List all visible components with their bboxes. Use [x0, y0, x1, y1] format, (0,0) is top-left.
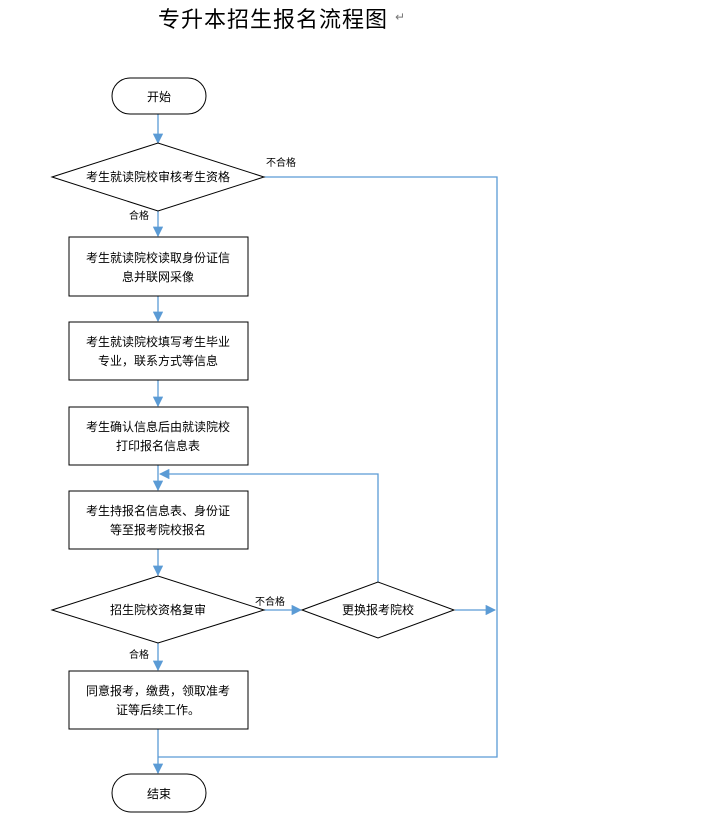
recheck-pass-label: 合格	[129, 648, 149, 661]
paragraph-mark-icon: ↵	[395, 10, 406, 24]
step4-box: 考生持报名信息表、身份证 等至报考院校报名	[68, 490, 249, 550]
review-fail-label: 不合格	[266, 156, 296, 169]
step2-box: 考生就读院校填写考生毕业 专业，联系方式等信息	[68, 321, 249, 381]
review-label: 考生就读院校审核考生资格	[86, 169, 230, 184]
step3-box: 考生确认信息后由就读院校 打印报名信息表	[68, 406, 249, 466]
recheck-label: 招生院校资格复审	[110, 602, 206, 617]
review-decision: 考生就读院校审核考生资格	[50, 142, 266, 212]
page-title: 专升本招生报名流程图	[158, 8, 389, 33]
connectors	[152, 114, 498, 775]
connector-change-loop	[158, 468, 379, 582]
step4-line2: 等至报考院校报名	[110, 522, 206, 537]
step1-box: 考生就读院校读取身份证信 息并联网采像	[68, 236, 249, 297]
step2-line2: 专业，联系方式等信息	[98, 353, 218, 368]
step2-line1: 考生就读院校填写考生毕业	[86, 334, 230, 349]
step3-line1: 考生确认信息后由就读院校	[86, 419, 230, 434]
step1-line2: 息并联网采像	[122, 269, 194, 284]
step3-line2: 打印报名信息表	[116, 438, 200, 453]
end-label: 结束	[147, 787, 171, 801]
title-bar: 专升本招生报名流程图 ↵	[0, 0, 720, 33]
start-label: 开始	[147, 90, 171, 104]
change-decision: 更换报考院校	[300, 581, 456, 639]
step5-line1: 同意报考，缴费，领取准考	[86, 683, 230, 698]
change-label: 更换报考院校	[342, 602, 414, 617]
step1-line1: 考生就读院校读取身份证信	[86, 250, 230, 265]
end-node: 结束	[111, 773, 207, 813]
recheck-fail-label: 不合格	[255, 595, 285, 608]
step5-box: 同意报考，缴费，领取准考 证等后续工作。	[68, 670, 249, 730]
review-pass-label: 合格	[129, 209, 149, 222]
recheck-decision: 招生院校资格复审	[50, 575, 266, 644]
step4-line1: 考生持报名信息表、身份证	[86, 503, 230, 518]
connector-review-fail-path	[158, 176, 498, 758]
step5-line2: 证等后续工作。	[116, 703, 200, 717]
start-node: 开始	[111, 77, 207, 115]
